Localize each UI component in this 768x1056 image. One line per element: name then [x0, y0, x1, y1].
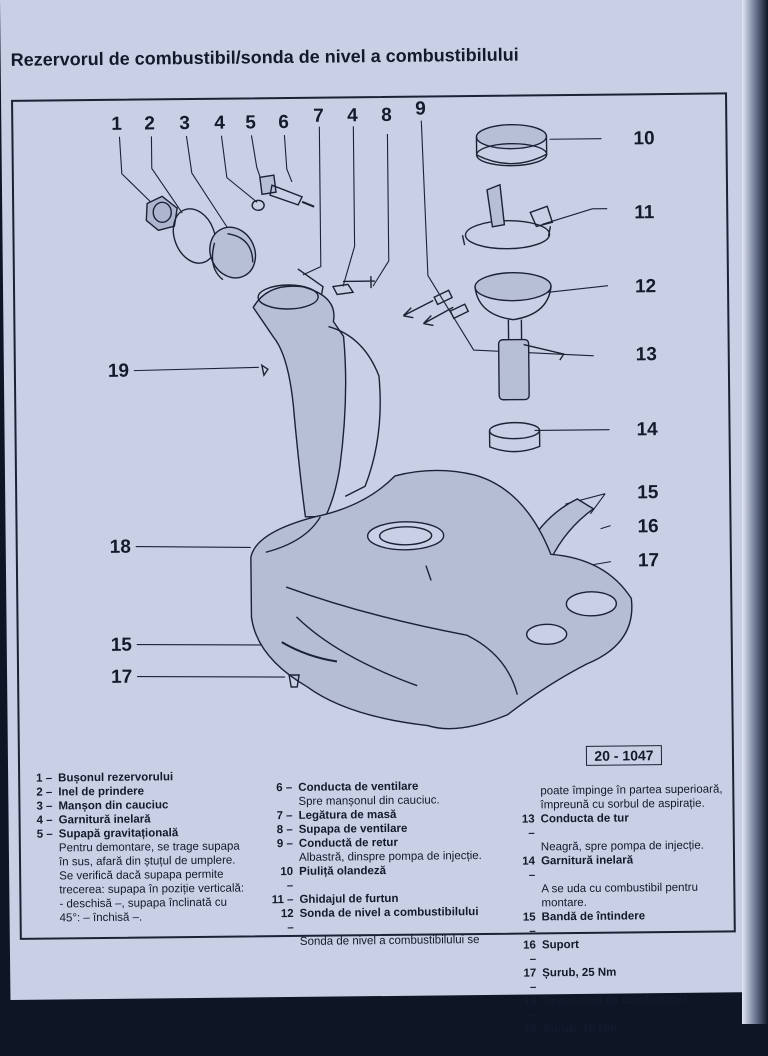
fuel-sender-part [474, 271, 565, 401]
manual-page: Rezervorul de combustibil/sonda de nivel… [0, 0, 753, 1000]
legend-desc: în sus, afară din ștuțul de umplere. [58, 854, 236, 869]
callout-5: 5 [245, 112, 256, 134]
callout-17-lower: 17 [110, 666, 133, 688]
legend-column-3: poate împinge în partea superioară, împr… [512, 782, 741, 1050]
fuel-tank-part [250, 469, 633, 730]
retaining-ring-part [172, 208, 217, 264]
callout-18: 18 [109, 536, 131, 558]
legend-item: 18 –Rezervorul de combustibil [523, 993, 687, 1022]
legend-item: 14 –Garnitură inelară [522, 854, 634, 882]
callout-16: 16 [637, 516, 659, 538]
legend-desc: trecerea: supapa în poziție verticală: [59, 882, 245, 897]
o-ring-part [488, 421, 541, 453]
legend-desc: Sonda de nivel a combustibilului se [299, 934, 480, 948]
callout-8: 8 [381, 104, 392, 127]
legend-desc: A se uda cu combustibil pentru montare. [541, 881, 699, 910]
leader-lines [118, 120, 612, 678]
callout-2: 2 [144, 113, 155, 135]
legend-item: 19 –Șurub, 10 Nm [523, 1022, 618, 1050]
callout-19: 19 [107, 360, 130, 382]
legend-item: 16 –Suport [523, 938, 580, 966]
hose-guide-part [461, 183, 554, 250]
callout-12: 12 [634, 276, 657, 298]
callout-3: 3 [179, 113, 190, 135]
legend-column-2: 6 –Conducta de ventilare Spre manșonul d… [270, 779, 512, 950]
filler-neck-part [252, 284, 381, 518]
book-spine-edge [742, 0, 768, 1024]
callout-10: 10 [633, 128, 655, 150]
legend-desc: Albastră, dinspre pompa de injecție. [298, 850, 482, 864]
callout-13: 13 [635, 344, 658, 366]
filler-cap-part [145, 195, 178, 232]
callout-14: 14 [636, 419, 658, 441]
figure-reference: 20 - 1047 [585, 745, 663, 766]
legend-column-1: 1 –Bușonul rezervorului 2 –Inel de prind… [30, 769, 272, 926]
legend-item: 15 –Bandă de întindere [522, 910, 646, 938]
legend-item: 12 –Sonda de nivel a combustibilului [280, 906, 479, 935]
callout-9: 9 [415, 98, 426, 120]
callout-15-lower: 15 [110, 634, 133, 656]
callout-4: 4 [214, 112, 225, 134]
callout-11: 11 [634, 202, 655, 224]
callout-15: 15 [637, 482, 659, 504]
legend-desc: 45°: – închisă –. [59, 911, 143, 925]
exploded-diagram [118, 120, 633, 730]
legend-item: 13 –Conducta de tur [521, 812, 629, 840]
callout-1: 1 [111, 113, 122, 135]
rubber-sleeve-part [209, 226, 257, 281]
callout-4-valve: 4 [347, 105, 358, 127]
callout-6: 6 [278, 111, 289, 134]
callout-17: 17 [637, 550, 660, 572]
legend-item: 17 –Șurub, 25 Nm [523, 966, 617, 994]
legend-desc: împreună cu sorbul de aspirație. [540, 797, 705, 812]
union-nut-part [475, 123, 548, 167]
callout-7: 7 [313, 105, 324, 127]
legend-item: 10 –Piuliță olandeză [280, 865, 387, 893]
